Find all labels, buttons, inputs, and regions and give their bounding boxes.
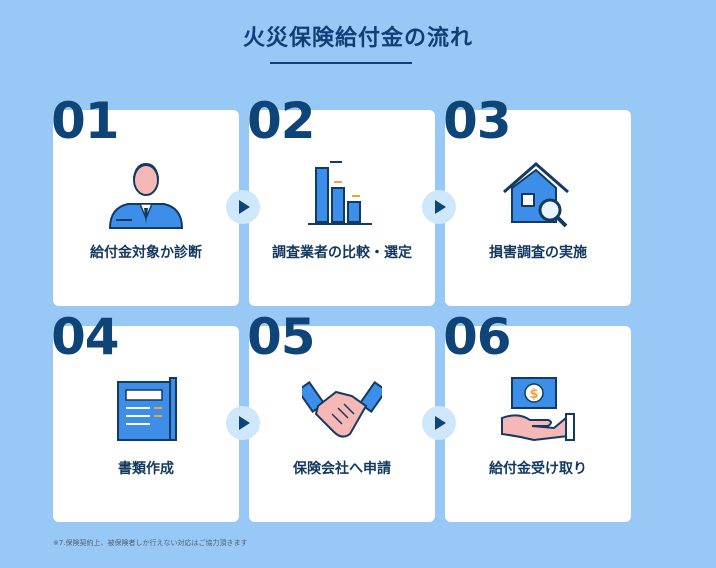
bar-chart-icon: [308, 161, 372, 225]
step-number: 03: [443, 92, 512, 150]
next-arrow-icon: [226, 406, 260, 440]
step-label: 給付金対象か診断: [90, 245, 202, 261]
step-card-05: 05 保険会社へ申請: [247, 312, 435, 522]
step-label: 損害調査の実施: [489, 245, 587, 261]
step-card-03: 03 損害調査の実施: [443, 96, 631, 306]
businessman-icon: [108, 162, 184, 229]
footnote: ※7.保険契約上、被保険者しか行えない対応はご協力頂きます: [53, 539, 248, 547]
step-label: 給付金受け取り: [489, 461, 587, 477]
house-magnifier-icon: [503, 162, 569, 228]
step-number: 04: [51, 308, 120, 366]
step-number: 01: [51, 92, 120, 150]
step-label: 保険会社へ申請: [293, 461, 391, 477]
step-number: 06: [443, 308, 512, 366]
step-card-04: 04 書類作成: [51, 312, 239, 522]
step-number: 05: [247, 308, 316, 366]
step-label: 調査業者の比較・選定: [272, 245, 412, 261]
page-title: 火災保険給付金の流れ: [242, 26, 473, 51]
step-label: 書類作成: [118, 461, 174, 477]
next-arrow-icon: [422, 406, 456, 440]
money-hand-icon: $: [501, 377, 575, 442]
handshake-icon: [302, 380, 382, 438]
step-card-01: 01 給付金対象か診断: [51, 96, 239, 306]
step-number: 02: [247, 92, 316, 150]
step-card-02: 02 調査業者の比較・選定: [247, 96, 435, 306]
next-arrow-icon: [226, 190, 260, 224]
title-underline: [270, 62, 412, 64]
svg-text:$: $: [529, 387, 538, 402]
document-icon: [117, 377, 177, 441]
step-card-06: $ 06 給付金受け取り: [443, 312, 631, 522]
next-arrow-icon: [422, 190, 456, 224]
